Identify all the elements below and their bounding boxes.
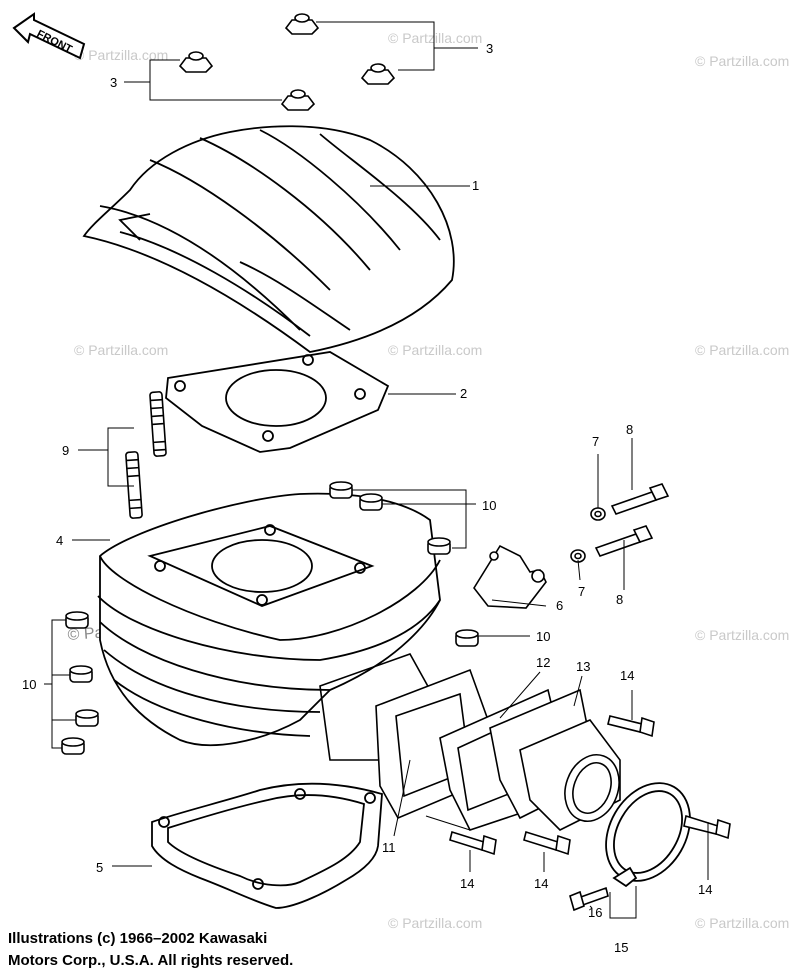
cap-icon [359,493,383,511]
callout-8: 8 [626,422,633,437]
stud-icon [125,451,143,519]
callout-2: 2 [460,386,467,401]
cylinder [97,492,441,746]
watermark: © Partzilla.com [74,47,168,63]
base-gasket [151,782,383,909]
bolt-icon [607,715,655,738]
callout-10: 10 [536,629,550,644]
nut-icon [360,63,396,85]
cap-icon [329,481,353,499]
nut-icon [178,51,214,73]
callout-3: 3 [486,41,493,56]
watermark: © Partzilla.com [388,342,482,358]
nut-icon [284,13,320,35]
callout-4: 4 [56,533,63,548]
caps [61,481,479,755]
callout-7: 7 [578,584,585,599]
cylinder-head-nuts [178,13,396,111]
cap-icon [75,709,99,727]
callout-7: 7 [592,434,599,449]
cap-icon [427,537,451,555]
bracket [473,544,547,609]
callout-14: 14 [698,882,712,897]
bolt-icon [594,525,654,557]
washer-icon [590,507,606,521]
bolt-icon [523,830,571,856]
carburetor-holder [519,719,621,831]
watermark: © Partzilla.com [695,342,789,358]
bolts-lower [449,715,731,912]
callout-6: 6 [556,598,563,613]
copyright-line: Illustrations (c) 1966–2002 Kawasaki [8,930,268,947]
callout-10: 10 [482,498,496,513]
callout-8: 8 [616,592,623,607]
callouts: 3 3 1 2 9 4 10 10 10 6 7 7 8 8 12 13 14 … [22,41,712,955]
cylinder-head [82,125,455,353]
callout-16: 16 [588,905,602,920]
callout-11: 11 [382,840,396,855]
callout-9: 9 [62,443,69,458]
watermark: © Partzilla.com [695,53,789,69]
callout-12: 12 [536,655,550,670]
leader-lines [44,21,709,919]
nut-icon [280,89,316,111]
watermark: © Partzilla.com [695,627,789,643]
callout-3: 3 [110,75,117,90]
callout-14: 14 [620,668,634,683]
copyright-line: Motors Corp., U.S.A. All rights reserved… [8,952,294,969]
callout-14: 14 [534,876,548,891]
washers-bolts-right [570,483,670,563]
callout-10: 10 [22,677,36,692]
callout-1: 1 [472,178,479,193]
front-arrow-icon: FRONT [12,12,86,60]
screw-icon [569,886,609,912]
callout-13: 13 [576,659,590,674]
callout-15: 15 [614,940,628,955]
watermark: © Partzilla.com [74,342,168,358]
copyright-notice: Illustrations (c) 1966–2002 Kawasaki Mot… [8,928,428,972]
studs [125,391,167,519]
cap-icon [455,629,479,647]
watermark: © Partzilla.com [695,915,789,931]
callout-14: 14 [460,876,474,891]
cap-icon [61,737,85,755]
bolt-icon [610,483,670,515]
cap-icon [69,665,93,683]
cap-icon [65,611,89,629]
watermark: © Partzilla.com [388,30,482,46]
watermark: © Partzilla.com [388,915,482,931]
bolt-icon [683,814,731,840]
hose-clamp [605,782,691,888]
head-gasket [165,351,390,453]
washer-icon [570,549,586,563]
bolt-icon [449,830,497,856]
callout-5: 5 [96,860,103,875]
stud-icon [149,391,167,457]
